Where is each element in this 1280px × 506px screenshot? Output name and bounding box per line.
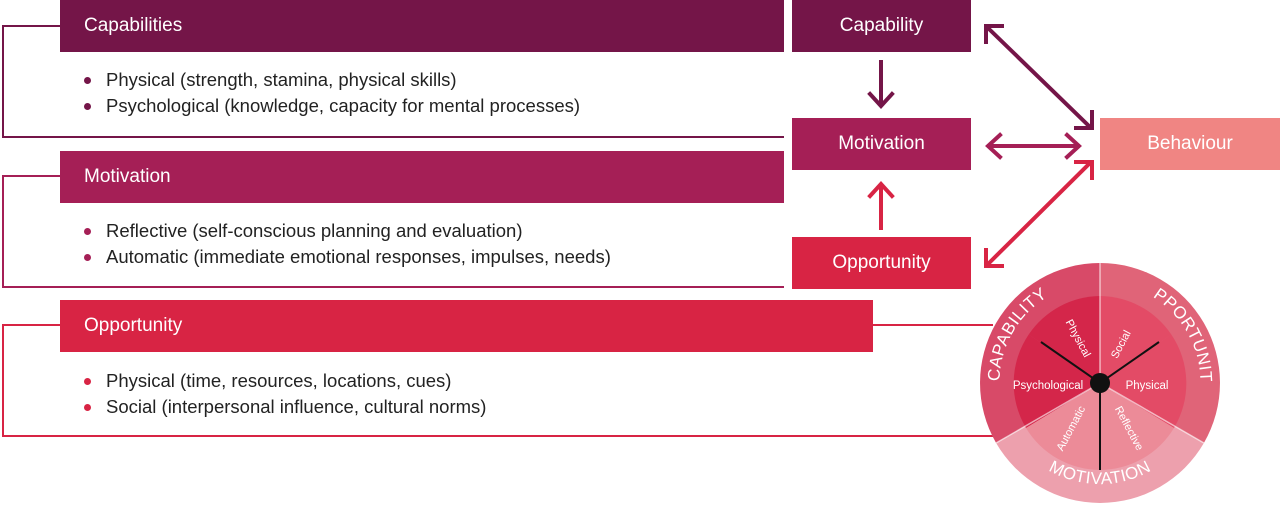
motivation-behaviour-arrow (985, 132, 1082, 160)
wheel-cap-physical (1100, 296, 1172, 383)
wheel-opp-social (1028, 296, 1100, 383)
capability-box: Capability (792, 0, 971, 52)
capabilities-band: Capabilities (60, 0, 784, 52)
motivation-box: Motivation (792, 118, 971, 170)
opportunity-box: Opportunity (792, 237, 971, 289)
wheel-mot-automatic (1026, 383, 1100, 470)
motivation-bottom-line (2, 286, 784, 288)
wheel-mot-reflective (1100, 383, 1174, 470)
list-item: Automatic (immediate emotional responses… (80, 244, 611, 270)
capability-behaviour-arrow (984, 24, 1094, 130)
opportunity-behaviour-arrow (984, 160, 1094, 268)
list-item: Reflective (self-conscious planning and … (80, 218, 611, 244)
motivation-band: Motivation (60, 151, 784, 203)
capability-to-motivation-arrow (867, 60, 895, 109)
capabilities-bottom-line (2, 136, 784, 138)
opportunity-title: Opportunity (84, 315, 183, 336)
wheel-seg-cap-psychological: Psychological (1013, 380, 1083, 392)
motivation-title: Motivation (84, 166, 171, 187)
list-item: Physical (strength, stamina, physical sk… (80, 67, 580, 93)
list-item: Physical (time, resources, locations, cu… (80, 368, 486, 394)
opportunity-wheel-connector (873, 324, 993, 326)
list-item: Psychological (knowledge, capacity for m… (80, 93, 580, 119)
opportunity-list: Physical (time, resources, locations, cu… (80, 368, 486, 420)
list-item: Social (interpersonal influence, cultura… (80, 394, 486, 420)
opportunity-bottom-line (2, 435, 1012, 437)
motivation-label: Motivation (838, 133, 925, 154)
motivation-list: Reflective (self-conscious planning and … (80, 218, 611, 270)
wheel-hub (1090, 373, 1110, 393)
opportunity-band: Opportunity (60, 300, 873, 352)
wheel-opp-physical (1100, 334, 1187, 428)
behaviour-box: Behaviour (1100, 118, 1280, 170)
capability-label: Capability (839, 15, 924, 36)
opportunity-to-motivation-arrow (867, 181, 895, 230)
wheel-cap-psychological (1013, 334, 1100, 428)
capabilities-list: Physical (strength, stamina, physical sk… (80, 67, 580, 119)
wheel-seg-opp-physical: Physical (1126, 380, 1169, 392)
behaviour-label: Behaviour (1147, 133, 1233, 154)
capabilities-title: Capabilities (84, 15, 183, 36)
opportunity-label: Opportunity (832, 252, 931, 273)
